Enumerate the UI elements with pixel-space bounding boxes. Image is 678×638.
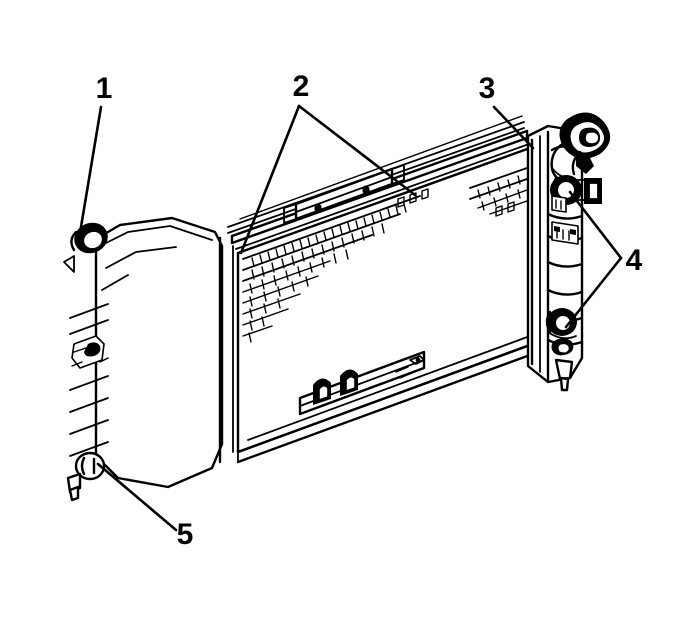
leader-2b [297, 104, 417, 197]
core-lower-rail [236, 335, 532, 464]
leader-4a [568, 190, 623, 260]
leader-1 [78, 105, 103, 235]
leader-4b [564, 256, 623, 329]
callout-label-2: 2 [293, 70, 310, 103]
drain-petcock-left [66, 451, 106, 502]
radiator-core [227, 115, 532, 464]
leader-2a [239, 104, 301, 255]
right-end-tank [526, 112, 611, 392]
callout-label-5: 5 [177, 518, 194, 551]
callout-labels: 1 2 3 4 5 [96, 70, 643, 551]
left-tank-ribs [69, 303, 109, 457]
callout-label-4: 4 [626, 244, 643, 277]
core-mounting-tabs [298, 350, 426, 416]
core-upper-bracket [283, 164, 405, 224]
upper-hose-outlet-left [70, 222, 108, 254]
core-fin-hatching-right [469, 167, 528, 217]
left-tank-bracket [71, 335, 109, 369]
callout-label-3: 3 [479, 72, 496, 105]
callout-leaders [78, 104, 623, 532]
leader-3 [492, 105, 535, 150]
left-end-tank [63, 216, 234, 502]
radiator-cap [550, 112, 611, 191]
callout-label-1: 1 [96, 72, 113, 105]
leader-5 [96, 462, 178, 532]
